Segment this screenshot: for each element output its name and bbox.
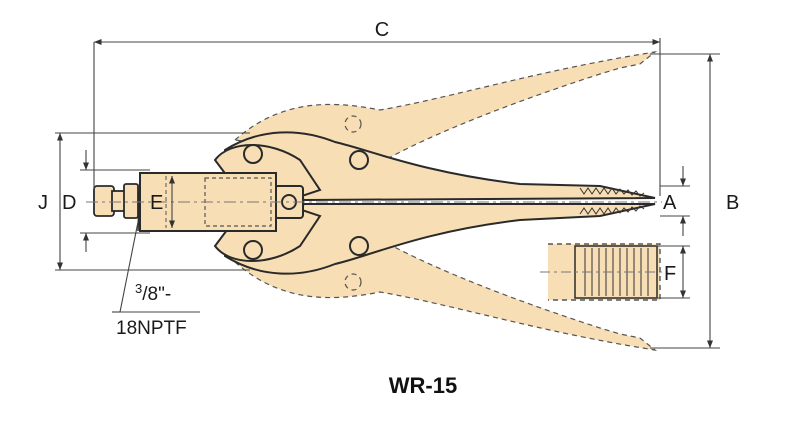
dim-label-f: F [664,263,676,285]
port-thread-note: 18NPTF [116,318,187,339]
open-arms-outline [233,51,658,351]
hose-coupler [93,183,139,219]
port-size-note: 3/8"- [135,281,171,305]
dim-label-d: D [62,192,76,214]
dimension-lines [55,38,720,349]
pin-lower-left [243,240,263,260]
dim-label-a: A [663,192,677,214]
pin-lower-right [349,236,369,256]
tip-detail [540,243,668,301]
dim-label-e: E [150,192,163,214]
dim-label-c: C [375,19,389,41]
pin-upper-left [243,144,263,164]
dim-label-b: B [726,192,739,214]
pin-upper-right [349,150,369,170]
tip-serrations [579,187,645,215]
model-label: WR-15 [389,373,457,398]
dim-label-j: J [38,192,48,214]
